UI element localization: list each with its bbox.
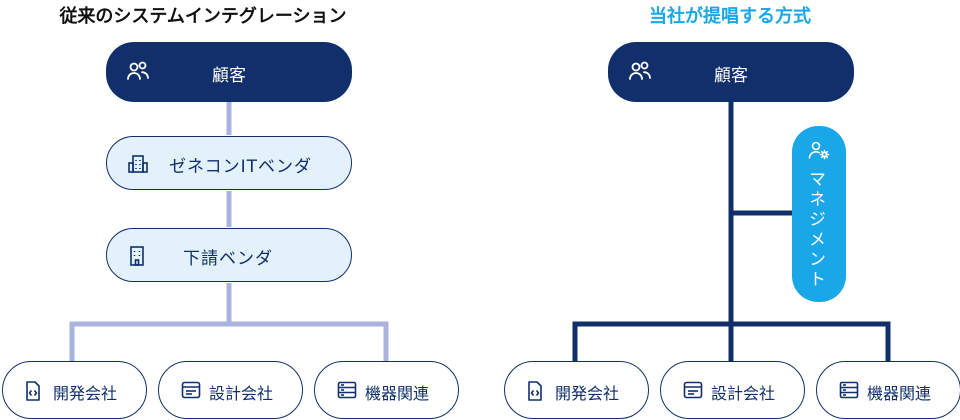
proposed-customer-label: 顧客 — [714, 66, 748, 86]
building-icon — [127, 153, 149, 175]
traditional-connectors — [69, 102, 389, 361]
general-contractor-node: ゼネコンITベンダ — [106, 136, 352, 190]
proposed-vendor-design-label: 設計会社 — [711, 384, 776, 403]
user-gear-icon — [792, 140, 846, 160]
code-file-icon — [25, 381, 41, 401]
proposed-connectors — [572, 102, 891, 361]
proposed-title: 当社が提唱する方式 — [649, 6, 811, 27]
browser-window-icon — [181, 381, 201, 399]
traditional-vendor-design: 設計会社 — [158, 361, 303, 419]
proposed-vendor-equipment: 機器関連 — [816, 361, 960, 419]
proposed-vendor-development-label: 開発会社 — [555, 384, 620, 403]
traditional-customer-node: 顧客 — [106, 42, 352, 102]
server-rack-icon — [337, 381, 357, 399]
traditional-vendor-development: 開発会社 — [2, 361, 147, 419]
subcontractor-label: 下請ベンダ — [183, 249, 273, 269]
server-rack-icon — [839, 381, 859, 399]
traditional-vendor-equipment-label: 機器関連 — [365, 384, 430, 403]
browser-window-icon — [683, 381, 703, 399]
office-building-icon — [127, 245, 147, 267]
proposed-customer-node: 顧客 — [608, 42, 854, 102]
subcontractor-node: 下請ベンダ — [106, 228, 352, 282]
proposed-vendor-design: 設計会社 — [660, 361, 805, 419]
traditional-vendor-development-label: 開発会社 — [53, 384, 118, 403]
traditional-vendor-equipment: 機器関連 — [314, 361, 459, 419]
management-node: マネジメント — [792, 126, 846, 302]
traditional-vendor-design-label: 設計会社 — [209, 384, 274, 403]
proposed-vendor-development: 開発会社 — [504, 361, 649, 419]
traditional-title: 従来のシステムインテグレーション — [59, 6, 347, 27]
management-label: マネジメント — [805, 170, 825, 290]
users-icon — [126, 60, 150, 82]
users-icon — [628, 60, 652, 82]
proposed-vendor-equipment-label: 機器関連 — [867, 384, 932, 403]
general-contractor-label: ゼネコンITベンダ — [169, 157, 313, 177]
code-file-icon — [527, 381, 543, 401]
traditional-customer-label: 顧客 — [212, 66, 246, 86]
